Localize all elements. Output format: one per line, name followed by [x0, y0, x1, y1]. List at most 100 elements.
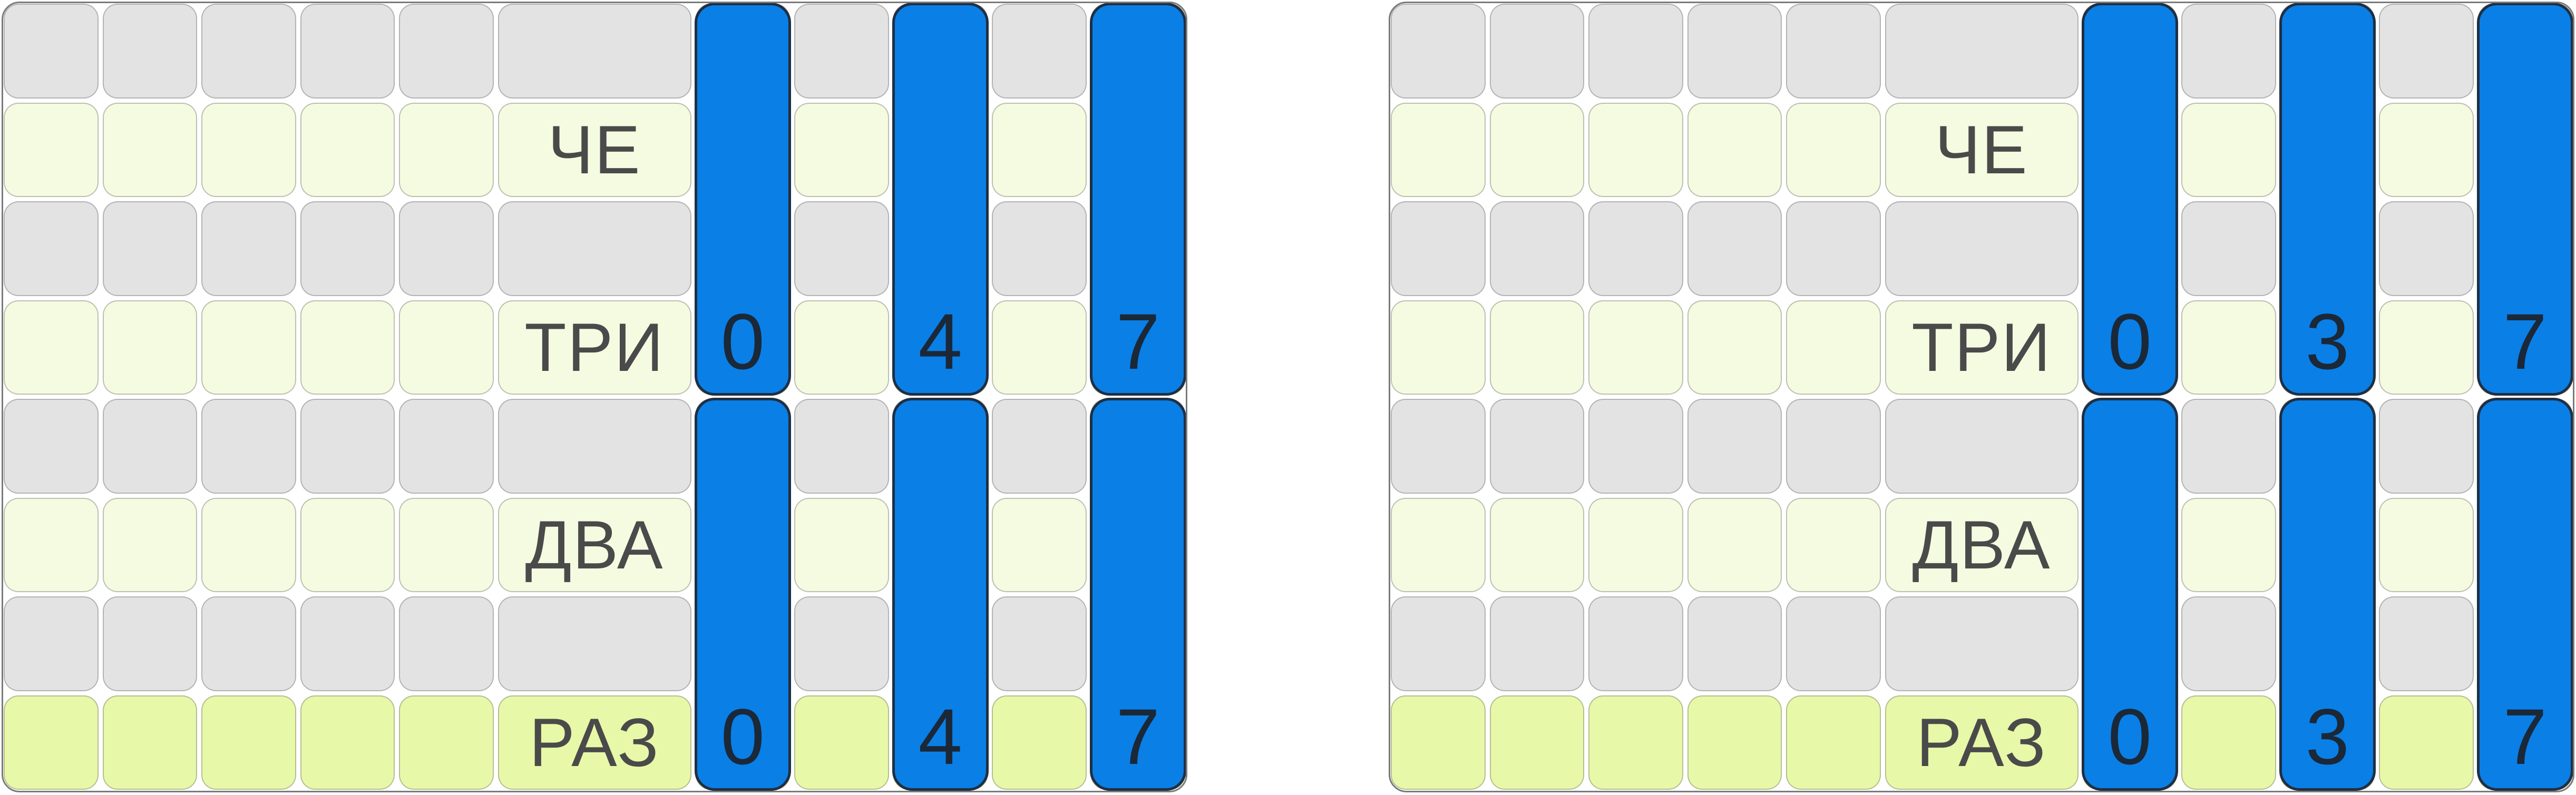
grid-cell — [4, 399, 99, 494]
grid-cell — [399, 201, 494, 296]
grid-cell — [102, 497, 197, 592]
rod-lower: 0 — [694, 398, 791, 791]
grid-cell — [399, 4, 494, 99]
grid-cell — [992, 102, 1087, 197]
row-label-cell — [497, 399, 691, 494]
rod-digit: 7 — [2503, 297, 2547, 386]
grid-cell — [2379, 4, 2474, 99]
grid-cell — [201, 102, 296, 197]
grid-cell — [1391, 300, 1486, 395]
grid-cell — [1588, 102, 1683, 197]
grid-cell — [1687, 596, 1782, 691]
grid-cell — [1489, 399, 1584, 494]
grid-cell — [2379, 201, 2474, 296]
grid-cell — [201, 4, 296, 99]
rod-digit: 0 — [2107, 297, 2152, 386]
grid-cell — [300, 300, 395, 395]
grid-cell — [4, 4, 99, 99]
rod-upper: 0 — [694, 3, 791, 396]
grid-cell — [992, 4, 1087, 99]
grid-cell — [300, 4, 395, 99]
grid-cell — [102, 300, 197, 395]
grid-cell — [1489, 695, 1584, 790]
grid-cell — [1687, 695, 1782, 790]
grid-cell — [2379, 596, 2474, 691]
grid-cell — [201, 695, 296, 790]
grid-cell — [300, 201, 395, 296]
row-label: РАЗ — [529, 704, 660, 781]
rod-digit: 7 — [1116, 692, 1160, 781]
grid-cell — [201, 596, 296, 691]
row-label: ЧЕ — [548, 111, 641, 189]
grid-cell — [794, 300, 889, 395]
grid-cell — [102, 4, 197, 99]
grid-cell — [2181, 596, 2276, 691]
rod-digit: 7 — [1116, 297, 1160, 386]
grid-cell — [1391, 102, 1486, 197]
row-label-cell — [1885, 399, 2079, 494]
grid-cell — [201, 497, 296, 592]
grid-cell — [2181, 300, 2276, 395]
grid-cell — [300, 596, 395, 691]
grid-cell — [102, 102, 197, 197]
grid-cell — [4, 596, 99, 691]
grid-cell — [1489, 4, 1584, 99]
grid-cell — [2181, 201, 2276, 296]
grid-cell — [1786, 102, 1881, 197]
rod-digit: 0 — [2107, 692, 2152, 781]
grid-cell — [794, 201, 889, 296]
grid-cell — [2379, 300, 2474, 395]
grid-cell — [300, 497, 395, 592]
grid-cell — [2379, 497, 2474, 592]
rod-digit: 7 — [2503, 692, 2547, 781]
row-label-cell: РАЗ — [497, 695, 691, 790]
row-label: ДВА — [1912, 506, 2051, 584]
grid-cell — [300, 399, 395, 494]
grid-cell — [1786, 300, 1881, 395]
grid-cell — [4, 497, 99, 592]
grid-cell — [794, 102, 889, 197]
grid-cell — [1786, 201, 1881, 296]
row-label-cell: ТРИ — [1885, 300, 2079, 395]
grid-cell — [1588, 497, 1683, 592]
rod-lower: 7 — [2476, 398, 2573, 791]
grid-cell — [1391, 4, 1486, 99]
grid-cell — [102, 399, 197, 494]
grid-cell — [1687, 102, 1782, 197]
grid-cell — [1687, 399, 1782, 494]
grid-cell — [1588, 695, 1683, 790]
row-label: ТРИ — [524, 309, 665, 386]
rod-upper: 7 — [2476, 3, 2573, 396]
grid-cell — [1489, 201, 1584, 296]
grid-cell — [1786, 4, 1881, 99]
grid-cell — [2181, 399, 2276, 494]
row-label: ТРИ — [1911, 309, 2052, 386]
grid-cell — [794, 695, 889, 790]
row-label-cell: ТРИ — [497, 300, 691, 395]
grid-cell — [1588, 300, 1683, 395]
rod-lower: 4 — [892, 398, 989, 791]
grid-cell — [1489, 596, 1584, 691]
rod-digit: 3 — [2305, 297, 2349, 386]
grid-cell — [1391, 399, 1486, 494]
grid-cell — [992, 399, 1087, 494]
row-label-cell: ДВА — [497, 497, 691, 592]
rod-lower: 3 — [2279, 398, 2376, 791]
grid-cell — [1786, 695, 1881, 790]
grid-cell — [201, 300, 296, 395]
grid-cell — [4, 102, 99, 197]
grid-cell — [2181, 695, 2276, 790]
grid-cell — [1687, 300, 1782, 395]
grid-cell — [300, 695, 395, 790]
grid-cell — [1391, 596, 1486, 691]
grid-cell — [992, 695, 1087, 790]
grid-cell — [1391, 695, 1486, 790]
grid-cell — [794, 497, 889, 592]
rod-lower: 7 — [1089, 398, 1186, 791]
grid-cell — [2181, 102, 2276, 197]
row-label-cell — [497, 201, 691, 296]
grid-cell — [2379, 102, 2474, 197]
grid-cell — [102, 596, 197, 691]
